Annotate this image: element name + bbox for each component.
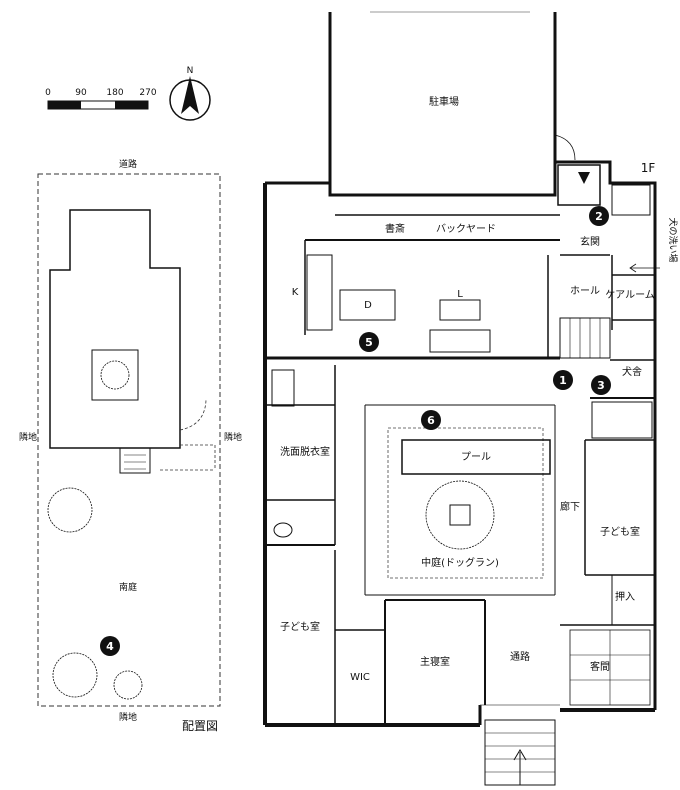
scale-bar: 0 90 180 270 xyxy=(45,88,157,110)
site-road-label: 道路 xyxy=(119,158,137,170)
room-guest: 客間 xyxy=(590,660,610,673)
room-passage: 通路 xyxy=(510,650,530,663)
room-backyard: バックヤード xyxy=(436,223,496,235)
room-parking: 駐車場 xyxy=(429,95,459,108)
marker-4: 4 xyxy=(100,636,120,656)
room-kids-left: 子ども室 xyxy=(280,620,320,633)
site-neighbor-left: 隣地 xyxy=(19,431,37,443)
room-dining: D xyxy=(364,300,372,311)
tree-icon xyxy=(47,360,143,700)
room-care-room: ケアルーム xyxy=(605,289,655,301)
svg-text:6: 6 xyxy=(427,414,435,427)
marker-6: 6 xyxy=(421,410,441,430)
photo-markers: 1 2 3 4 5 6 xyxy=(100,206,611,656)
site-south-garden-label: 南庭 xyxy=(119,581,137,593)
svg-text:4: 4 xyxy=(106,640,114,653)
room-kids-right: 子ども室 xyxy=(600,525,640,538)
scale-tick-180: 180 xyxy=(106,88,123,98)
room-entrance: 玄関 xyxy=(580,235,600,248)
room-dog-wash: 犬の洗い場 xyxy=(667,217,679,262)
site-neighbor-right: 隣地 xyxy=(224,431,242,443)
site-neighbor-bottom: 隣地 xyxy=(119,711,137,723)
scale-tick-90: 90 xyxy=(75,88,87,98)
site-plan: 道路 隣地 隣地 隣地 南庭 配置図 xyxy=(19,158,242,733)
marker-1: 1 xyxy=(553,370,573,390)
room-kennel: 犬舎 xyxy=(622,365,642,378)
room-corridor: 廊下 xyxy=(560,500,580,513)
north-arrow-icon: N xyxy=(169,66,211,121)
room-kitchen: K xyxy=(292,287,299,298)
marker-3: 3 xyxy=(591,375,611,395)
room-washroom: 洗面脱衣室 xyxy=(280,445,330,458)
room-hall: ホール xyxy=(570,285,600,297)
svg-text:1: 1 xyxy=(559,374,567,387)
site-plan-title: 配置図 xyxy=(182,719,218,733)
room-closet: 押入 xyxy=(615,590,635,603)
room-courtyard: 中庭(ドッグラン) xyxy=(421,556,499,569)
room-pool: プール xyxy=(461,451,491,463)
main-floor-plan: 駐車場 書斎 バックヤード 玄関 ホール ケアルーム 犬の洗い場 xyxy=(263,11,679,786)
room-wic: WIC xyxy=(350,672,370,683)
room-living: L xyxy=(457,289,463,300)
svg-text:5: 5 xyxy=(365,336,373,349)
compass-label: N xyxy=(187,66,194,76)
tree-icon xyxy=(425,480,495,550)
floor-level-label: 1F xyxy=(641,161,656,175)
scale-tick-270: 270 xyxy=(139,88,156,98)
scale-tick-0: 0 xyxy=(45,88,51,98)
marker-5: 5 xyxy=(359,332,379,352)
room-study: 書斎 xyxy=(385,222,405,235)
svg-text:2: 2 xyxy=(595,210,603,223)
svg-text:3: 3 xyxy=(597,379,605,392)
room-master-bedroom: 主寝室 xyxy=(420,655,450,668)
marker-2: 2 xyxy=(589,206,609,226)
